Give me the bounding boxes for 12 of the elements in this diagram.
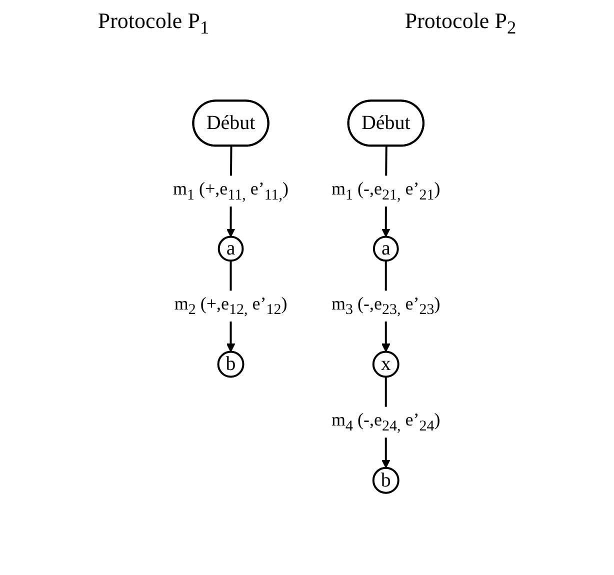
- protocol-title: Protocole P$_{1}$: [98, 8, 210, 38]
- node-circle: b: [372, 467, 400, 494]
- protocol-title: Protocole P$_{2}$: [404, 8, 516, 38]
- edge-label: m$_{2}$ (+,e$_{12,}$ e’$_{12}$): [174, 294, 288, 319]
- edge-label: m$_{1}$ (+,e$_{11,}$ e’$_{11,}$): [173, 179, 289, 204]
- node-circle: a: [218, 236, 244, 262]
- node-circle: b: [218, 351, 245, 378]
- edge-label: m$_{4}$ (-,e$_{24,}$ e’$_{24}$): [332, 410, 441, 435]
- edge-label: m$_{3}$ (-,e$_{23,}$ e’$_{23}$): [332, 294, 441, 319]
- node-circle: a: [373, 236, 400, 262]
- node-circle: x: [372, 351, 400, 378]
- edge-label: m$_{1}$ (-,e$_{21,}$ e’$_{21}$): [332, 179, 441, 204]
